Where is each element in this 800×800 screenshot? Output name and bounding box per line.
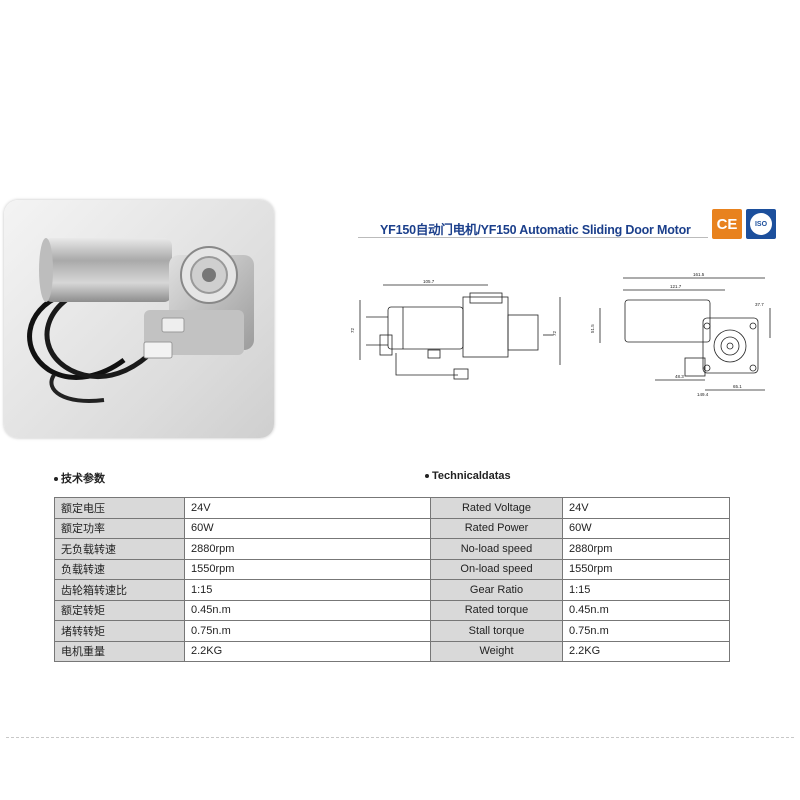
spec-label: On-load speed <box>430 558 563 580</box>
title-bar: YF150自动门电机/YF150 Automatic Sliding Door … <box>358 207 708 247</box>
spec-value: 0.75n.m <box>184 620 460 642</box>
svg-text:121.7: 121.7 <box>670 284 682 289</box>
spec-value: 24V <box>562 497 730 519</box>
svg-text:105.7: 105.7 <box>423 279 435 284</box>
spec-value: 0.45n.m <box>562 599 730 621</box>
technical-drawing-top: 161.5 121.7 51.5 48.3 65.1 149.4 37.7 <box>590 272 771 397</box>
spec-value: 60W <box>562 517 730 539</box>
iso-mark-icon: ISO <box>746 209 776 239</box>
spec-value: 1:15 <box>562 579 730 601</box>
title-underline <box>358 237 708 238</box>
svg-text:161.5: 161.5 <box>693 272 705 277</box>
spec-label: No-load speed <box>430 538 563 560</box>
section-heading-cn-text: 技术参数 <box>61 473 105 485</box>
spec-value: 2880rpm <box>562 538 730 560</box>
spec-label: 额定电压 <box>54 497 185 519</box>
spec-label: Rated Power <box>430 517 563 539</box>
spec-value: 1550rpm <box>184 558 460 580</box>
spec-label: 负载转速 <box>54 558 185 580</box>
spec-label: Stall torque <box>430 620 563 642</box>
svg-text:51.5: 51.5 <box>590 324 595 333</box>
spec-label: 齿轮箱转速比 <box>54 579 185 601</box>
svg-text:72: 72 <box>350 327 355 333</box>
spec-value: 1550rpm <box>562 558 730 580</box>
ce-mark-icon: CE <box>712 209 742 239</box>
product-photo-frame <box>4 200 274 438</box>
spec-label: 堵转转矩 <box>54 620 185 642</box>
spec-label: Gear Ratio <box>430 579 563 601</box>
spec-label: Rated Voltage <box>430 497 563 519</box>
iso-label: ISO <box>750 213 772 235</box>
spec-label: Weight <box>430 640 563 662</box>
section-heading-en-text: Technicaldatas <box>432 470 511 482</box>
spec-label: Rated torque <box>430 599 563 621</box>
svg-text:48.3: 48.3 <box>675 374 684 379</box>
spec-value: 0.75n.m <box>562 620 730 642</box>
spec-value: 2.2KG <box>562 640 730 662</box>
spec-value: 0.45n.m <box>184 599 460 621</box>
spec-value: 1:15 <box>184 579 460 601</box>
motor-photo <box>27 238 254 403</box>
svg-text:149.4: 149.4 <box>697 392 709 397</box>
section-heading-cn: 技术参数 <box>54 470 105 486</box>
bullet-icon <box>54 477 58 482</box>
footer-divider <box>6 737 794 738</box>
spec-value: 2.2KG <box>184 640 460 662</box>
spec-label: 额定功率 <box>54 517 185 539</box>
section-heading-en: Technicaldatas <box>425 470 511 482</box>
spec-label: 无负载转速 <box>54 538 185 560</box>
svg-text:72: 72 <box>552 330 557 336</box>
svg-text:37.7: 37.7 <box>755 302 764 307</box>
page-title: YF150自动门电机/YF150 Automatic Sliding Door … <box>380 223 691 237</box>
spec-value: 2880rpm <box>184 538 460 560</box>
spec-label: 电机重量 <box>54 640 185 662</box>
spec-value: 60W <box>184 517 460 539</box>
spec-label: 额定转矩 <box>54 599 185 621</box>
bullet-icon <box>425 474 429 479</box>
spec-value: 24V <box>184 497 460 519</box>
svg-text:65.1: 65.1 <box>733 384 742 389</box>
technical-drawing-front: 105.7 72 72 <box>350 279 561 380</box>
